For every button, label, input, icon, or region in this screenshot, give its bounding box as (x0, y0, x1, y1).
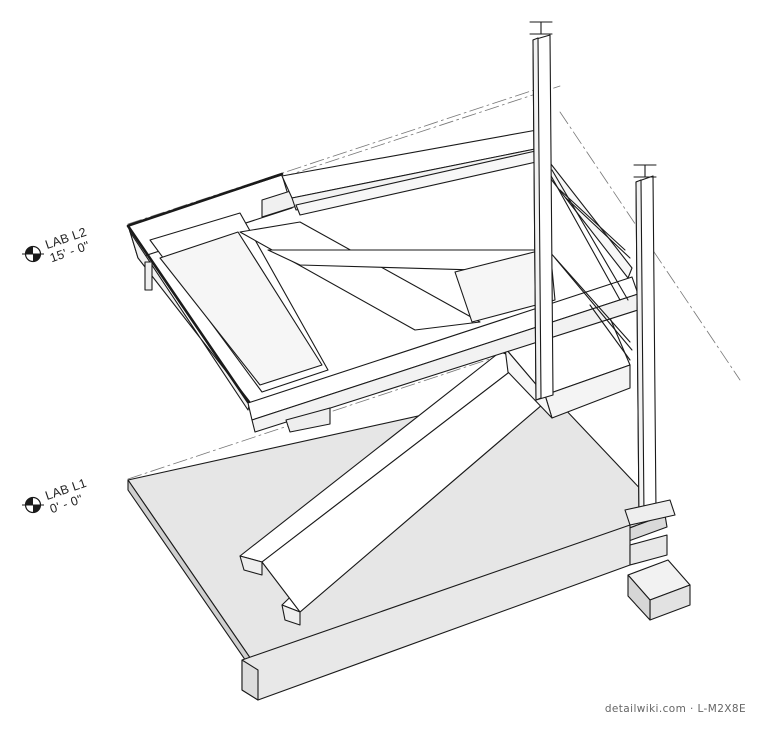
column-right (624, 164, 676, 526)
watermark-code: L-M2X8E (697, 703, 746, 715)
watermark: detailwiki.com · L-M2X8E (605, 703, 746, 715)
level-datum-icon (22, 245, 44, 263)
column-left (529, 21, 554, 401)
watermark-separator: · (690, 703, 698, 715)
level-marker-l2: LAB L2 15' - 0" (22, 225, 92, 265)
stair-stringers-lower (239, 351, 551, 626)
watermark-site: detailwiki.com (604, 703, 687, 715)
level-2-framing (126, 129, 639, 433)
level-marker-l1: LAB L1 0' - 0" (22, 476, 88, 516)
level-datum-icon (22, 496, 44, 514)
bracing (544, 164, 633, 361)
